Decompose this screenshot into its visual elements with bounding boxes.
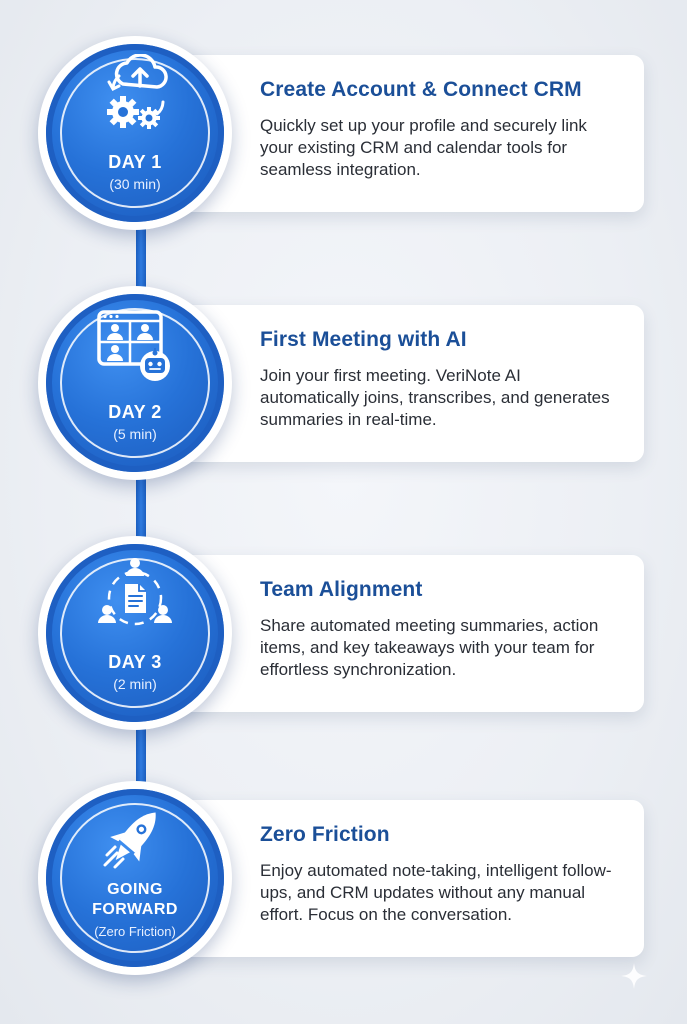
step-description: Quickly set up your profile and securely… [260, 116, 587, 179]
cloud-sync-gears-icon [107, 54, 168, 129]
step-title: First Meeting with AI [260, 328, 467, 351]
day-label: DAY 3 [108, 652, 162, 672]
timeline-step-1: Create Account & Connect CRM Quickly set… [0, 30, 687, 240]
step-title: Create Account & Connect CRM [260, 78, 582, 101]
step-badge: DAY 1 (30 min) [38, 36, 232, 230]
day-duration: (Zero Friction) [94, 924, 176, 939]
step-description: Enjoy automated note-taking, intelligent… [260, 861, 612, 924]
timeline-step-3: Team Alignment Share automated meeting s… [0, 530, 687, 740]
timeline-connector [136, 695, 146, 795]
step-card: Team Alignment Share automated meeting s… [160, 555, 644, 712]
step-card: Create Account & Connect CRM Quickly set… [160, 55, 644, 212]
step-title: Zero Friction [260, 823, 390, 846]
day-duration: (2 min) [113, 676, 157, 692]
step-title: Team Alignment [260, 578, 423, 601]
day-label-line2: FORWARD [92, 901, 178, 918]
step-badge: DAY 2 (5 min) [38, 286, 232, 480]
day-duration: (5 min) [113, 426, 157, 442]
sparkle-icon [621, 963, 647, 989]
step-description: Share automated meeting summaries, actio… [260, 616, 599, 679]
step-card: Zero Friction Enjoy automated note-takin… [160, 800, 644, 957]
day-label: DAY 1 [108, 152, 162, 172]
timeline-step-4: Zero Friction Enjoy automated note-takin… [0, 775, 687, 985]
timeline-connector [136, 445, 146, 545]
day-duration: (30 min) [109, 176, 161, 192]
day-label: DAY 2 [108, 402, 162, 422]
timeline-step-2: First Meeting with AI Join your first me… [0, 280, 687, 490]
step-card: First Meeting with AI Join your first me… [160, 305, 644, 462]
timeline-connector [136, 195, 146, 295]
step-badge: GOING FORWARD (Zero Friction) [38, 781, 232, 975]
step-badge: DAY 3 (2 min) [38, 536, 232, 730]
rocket-icon [103, 812, 156, 869]
day-label-line1: GOING [107, 881, 163, 898]
team-share-document-icon [98, 558, 172, 626]
video-meeting-ai-bot-icon [97, 310, 170, 381]
step-description: Join your first meeting. VeriNote AI aut… [260, 366, 610, 429]
